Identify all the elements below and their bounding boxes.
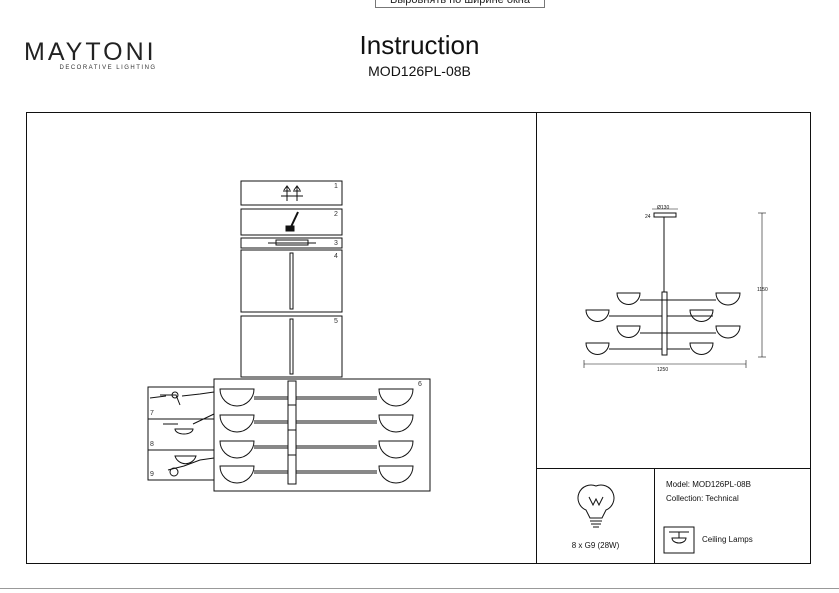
step-number: 1 bbox=[334, 183, 338, 190]
step-3-panel: 3 bbox=[240, 237, 343, 249]
canopy-height: 24 bbox=[645, 214, 651, 220]
step-number: 3 bbox=[334, 240, 338, 247]
step-number: 2 bbox=[334, 211, 338, 218]
step-4-panel: 4 bbox=[240, 249, 343, 313]
step-9-panel: 9 bbox=[147, 449, 215, 481]
model-label: Model: MOD126PL-08B bbox=[666, 480, 751, 489]
step-5-panel: 5 bbox=[240, 315, 343, 378]
page-title: Instruction bbox=[359, 30, 480, 60]
step-number: 8 bbox=[150, 441, 154, 448]
brand-logo: MAYTONI DECORATIVE LIGHTING bbox=[24, 38, 157, 71]
ceiling-lamp-icon bbox=[663, 526, 695, 554]
spec-divider-vertical bbox=[654, 468, 655, 564]
logo-tagline: DECORATIVE LIGHTING bbox=[59, 65, 157, 71]
collection-label: Collection: Technical bbox=[666, 494, 739, 503]
step-number: 5 bbox=[334, 318, 338, 325]
tooltip: Выровнять по ширине окна bbox=[375, 0, 545, 8]
height-dimension: 1150 bbox=[757, 287, 768, 293]
product-type: Ceiling Lamps bbox=[702, 535, 753, 544]
step-7-panel: 7 bbox=[147, 386, 215, 420]
step-8-panel: 8 bbox=[147, 413, 215, 451]
model-code: MOD126PL-08B bbox=[368, 63, 471, 79]
step-6-panel: 6 bbox=[213, 378, 431, 492]
frame-divider bbox=[536, 112, 537, 564]
step-number: 6 bbox=[418, 381, 422, 388]
page-bottom-rule bbox=[0, 588, 839, 589]
width-dimension: 1250 bbox=[657, 367, 668, 373]
step-number: 7 bbox=[150, 410, 154, 417]
step-number: 4 bbox=[334, 253, 338, 260]
bulb-spec: 8 x G9 (28W) bbox=[571, 541, 620, 550]
lightbulb-icon bbox=[577, 484, 615, 528]
logo-wordmark: MAYTONI bbox=[24, 38, 157, 66]
instruction-frame bbox=[26, 112, 811, 564]
step-number: 9 bbox=[150, 471, 154, 478]
dimension-drawing: Ø130 24 1150 1250 bbox=[583, 205, 768, 373]
step-2-panel: 2 bbox=[240, 208, 343, 236]
canopy-diameter: Ø130 bbox=[657, 205, 669, 211]
step-1-panel: 1 bbox=[240, 180, 343, 206]
spec-divider bbox=[536, 468, 811, 469]
